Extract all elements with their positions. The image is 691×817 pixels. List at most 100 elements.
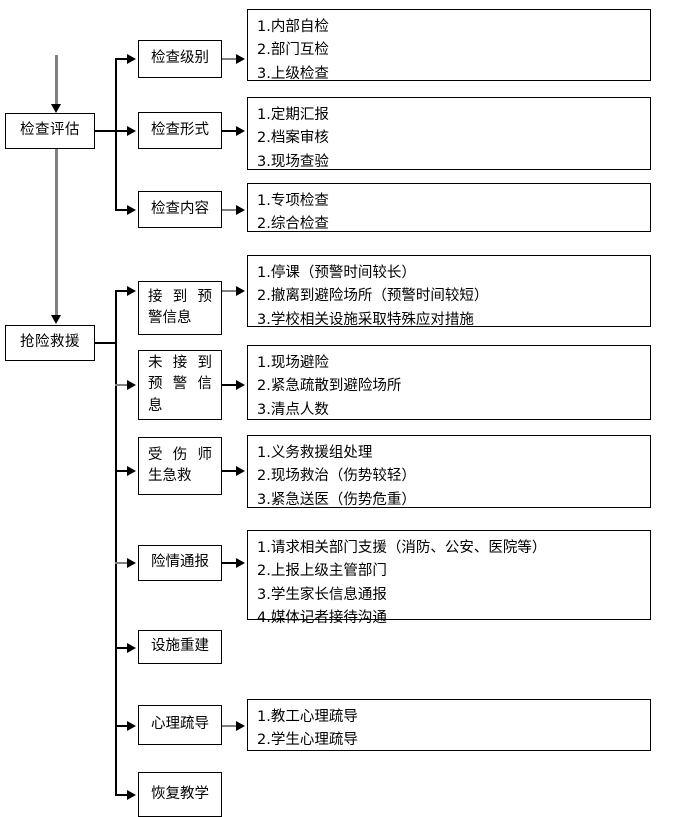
node-label: 受伤师 生急救 [139, 445, 221, 487]
node-label-line: 预警信 [148, 376, 212, 393]
branch-line-rebuild [115, 647, 130, 649]
detail-item: 2.档案审核 [257, 130, 329, 147]
node-cat-form[interactable]: 检查形式 [138, 112, 222, 149]
link-arrow-warned-detail [236, 286, 245, 296]
link-arrow-content-detail [236, 205, 245, 215]
link-injured-detail [222, 470, 238, 472]
detail-item: 3.紧急送医（伤势危重） [257, 491, 416, 508]
link-psych-detail [222, 725, 238, 727]
link-arrow-not-warned-detail [236, 380, 245, 390]
link-arrow-injured-detail [236, 466, 245, 476]
incoming-arrow-top [51, 104, 61, 113]
node-label-line: 生急救 [148, 468, 192, 484]
branch-arrow-injured [127, 466, 136, 476]
branch-arrow-not-warned [127, 380, 136, 390]
node-root-rescue[interactable]: 抢险救援 [5, 325, 95, 361]
node-label: 未接到 预警信 息 [139, 353, 221, 416]
node-label: 抢险救援 [20, 334, 80, 351]
detail-item: 1.教工心理疏导 [257, 709, 358, 725]
detail-item: 1.专项检查 [257, 193, 329, 209]
detail-item: 3.现场查验 [257, 153, 329, 170]
node-root-inspection[interactable]: 检查评估 [5, 113, 95, 149]
branch-line-form [115, 130, 130, 132]
incoming-trunk-top [55, 55, 58, 107]
detail-box-form: 1.定期汇报 2.档案审核 3.现场查验 [247, 97, 651, 170]
node-label: 险情通报 [151, 554, 209, 571]
node-cat-not-warned[interactable]: 未接到 预警信 息 [138, 350, 222, 420]
node-label-line: 警信息 [148, 310, 192, 326]
node-label: 检查内容 [151, 200, 209, 217]
branch-arrow-level [127, 54, 136, 64]
branch-arrow-resume [127, 790, 136, 800]
incoming-trunk-rescue [55, 149, 58, 317]
detail-item: 4.媒体记者接待沟通 [257, 610, 387, 627]
node-label: 心理疏导 [151, 716, 209, 733]
branch-line-psych [115, 725, 130, 727]
node-cat-psych[interactable]: 心理疏导 [138, 705, 222, 745]
detail-item: 2.撤离到避险场所（预警时间较短） [257, 288, 489, 305]
node-cat-injured[interactable]: 受伤师 生急救 [138, 437, 222, 495]
branch-line-resume [115, 794, 130, 796]
link-form-detail [222, 130, 238, 132]
branch-arrow-warned [127, 286, 136, 296]
detail-box-injured: 1.义务救援组处理 2.现场救治（伤势较轻） 3.紧急送医（伤势危重） [247, 435, 651, 508]
detail-item: 2.紧急疏散到避险场所 [257, 378, 402, 395]
node-cat-level[interactable]: 检查级别 [138, 40, 222, 78]
node-label: 检查形式 [151, 121, 209, 138]
node-label-line: 未接到 [148, 355, 212, 372]
node-label: 设施重建 [151, 638, 209, 655]
link-not-warned-detail [222, 384, 238, 386]
link-arrow-psych-detail [236, 721, 245, 731]
node-cat-resume[interactable]: 恢复教学 [138, 772, 222, 817]
detail-item: 2.部门互检 [257, 42, 329, 59]
detail-item: 2.上报上级主管部门 [257, 563, 387, 580]
branch-arrow-psych [127, 721, 136, 731]
node-label-line: 接到预 [148, 288, 212, 305]
link-warned-detail [222, 290, 238, 292]
detail-item: 2.现场救治（伤势较轻） [257, 468, 416, 485]
node-cat-warned[interactable]: 接到预 警信息 [138, 281, 222, 335]
branch-arrow-form [127, 126, 136, 136]
detail-item: 2.学生心理疏导 [257, 732, 358, 749]
detail-box-report: 1.请求相关部门支援（消防、公安、医院等） 2.上报上级主管部门 3.学生家长信… [247, 530, 651, 626]
detail-item: 1.内部自检 [257, 19, 329, 35]
detail-box-level: 1.内部自检 2.部门互检 3.上级检查 [247, 9, 651, 82]
detail-item: 1.义务救援组处理 [257, 445, 373, 461]
link-arrow-report-detail [236, 558, 245, 568]
branch-line-level [115, 58, 130, 60]
link-arrow-level-detail [236, 54, 245, 64]
trunk-rescue [115, 290, 117, 795]
node-label: 接到预 警信息 [139, 287, 221, 329]
node-cat-content[interactable]: 检查内容 [138, 191, 222, 228]
branch-arrow-rebuild [127, 643, 136, 653]
link-content-detail [222, 209, 238, 211]
node-label: 检查评估 [20, 122, 80, 139]
detail-box-content: 1.专项检查 2.综合检查 [247, 183, 651, 232]
node-label: 检查级别 [151, 50, 209, 67]
branch-arrow-content [127, 205, 136, 215]
branch-arrow-report [127, 558, 136, 568]
detail-item: 1.停课（预警时间较长） [257, 265, 416, 281]
node-label: 恢复教学 [151, 785, 209, 802]
detail-item: 3.学校相关设施采取特殊应对措施 [257, 311, 474, 328]
node-label-line: 受伤师 [148, 446, 212, 463]
link-arrow-form-detail [236, 126, 245, 136]
branch-line-not-warned [115, 384, 130, 386]
stem-inspection [95, 130, 117, 132]
stem-rescue [95, 342, 117, 344]
link-level-detail [222, 58, 238, 60]
detail-item: 3.清点人数 [257, 401, 329, 418]
detail-item: 3.上级检查 [257, 65, 329, 82]
branch-line-content [115, 209, 130, 211]
detail-box-warned: 1.停课（预警时间较长） 2.撤离到避险场所（预警时间较短） 3.学校相关设施采… [247, 255, 651, 328]
detail-item: 1.现场避险 [257, 355, 329, 371]
detail-box-not-warned: 1.现场避险 2.紧急疏散到避险场所 3.清点人数 [247, 345, 651, 420]
branch-line-report [115, 562, 130, 564]
node-label-line: 息 [148, 397, 163, 414]
node-cat-rebuild[interactable]: 设施重建 [138, 630, 222, 664]
detail-box-psych: 1.教工心理疏导 2.学生心理疏导 [247, 699, 651, 751]
trunk-inspection [115, 59, 117, 210]
node-cat-report[interactable]: 险情通报 [138, 545, 222, 581]
branch-line-warned [115, 290, 130, 292]
